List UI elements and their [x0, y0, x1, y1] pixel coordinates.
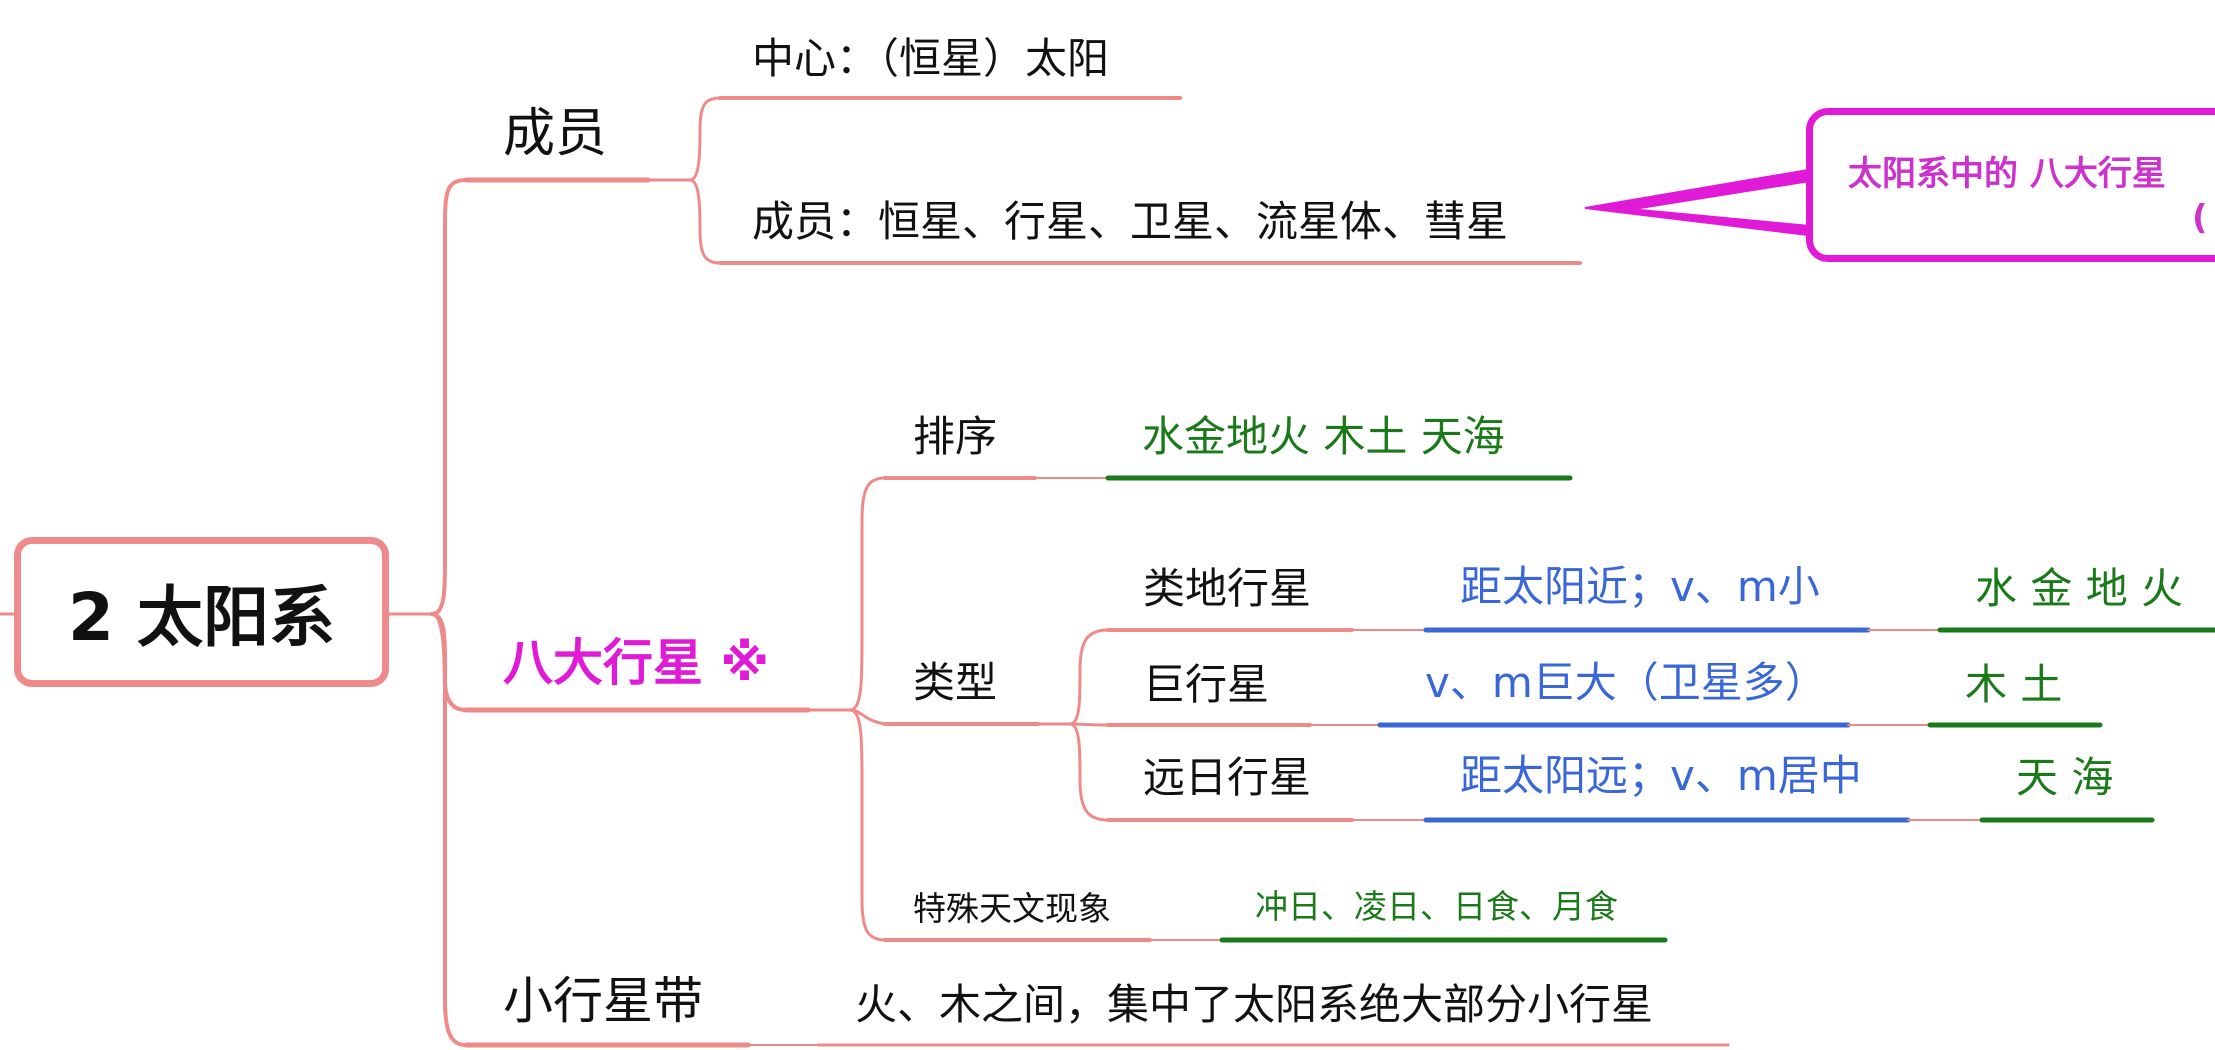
members-label[interactable]: 成员	[503, 104, 608, 164]
far-desc[interactable]: 距太阳远；v、m居中	[1460, 751, 1862, 800]
members-center[interactable]: 中心：（恒星）太阳	[752, 34, 1110, 83]
callout-pointer-inner	[1640, 182, 1810, 225]
trunk-to-asteroid	[430, 612, 468, 1047]
callout-box[interactable]	[1806, 108, 2215, 262]
members-list[interactable]: 成员：恒星、行星、卫星、流星体、彗星	[752, 197, 1509, 246]
types-fork-bottom	[1068, 722, 1110, 822]
asteroid-label[interactable]: 小行星带	[503, 972, 703, 1030]
far-members[interactable]: 天 海	[2016, 753, 2114, 802]
terrestrial-desc[interactable]: 距太阳近；v、m小	[1460, 562, 1820, 611]
order-value[interactable]: 水金地火 木土 天海	[1142, 412, 1505, 461]
planets-to-phenomena	[848, 708, 887, 942]
trunk-to-planets	[430, 612, 468, 712]
members-fork-bottom	[688, 178, 722, 265]
root-title: 2 太阳系	[68, 579, 335, 656]
giant-desc[interactable]: v、m巨大（卫星多）	[1425, 658, 1827, 707]
terrestrial-label[interactable]: 类地行星	[1143, 564, 1312, 613]
order-label[interactable]: 排序	[913, 412, 998, 461]
phenomena-label[interactable]: 特殊天文现象	[913, 889, 1111, 928]
types-fork-top	[1036, 628, 1110, 726]
members-fork-top	[646, 96, 722, 182]
terrestrial-members[interactable]: 水 金 地 火	[1975, 564, 2184, 613]
far-label[interactable]: 远日行星	[1143, 753, 1312, 802]
root-node[interactable]: 2 太阳系	[14, 537, 389, 687]
types-fork-mid	[1068, 722, 1110, 727]
giant-label[interactable]: 巨行星	[1143, 660, 1270, 709]
types-label[interactable]: 类型	[913, 658, 998, 707]
callout-line-2: (	[2192, 198, 2208, 238]
giant-members[interactable]: 木 土	[1965, 660, 2063, 709]
planets-to-order	[806, 476, 887, 712]
asteroid-desc[interactable]: 火、木之间，集中了太阳系绝大部分小行星	[855, 980, 1654, 1029]
planets-label[interactable]: 八大行星 ※	[503, 634, 770, 692]
callout-line-1: 太阳系中的 八大行星	[1848, 154, 2166, 194]
phenomena-value[interactable]: 冲日、凌日、日食、月食	[1255, 887, 1618, 926]
trunk-to-members	[430, 178, 468, 616]
